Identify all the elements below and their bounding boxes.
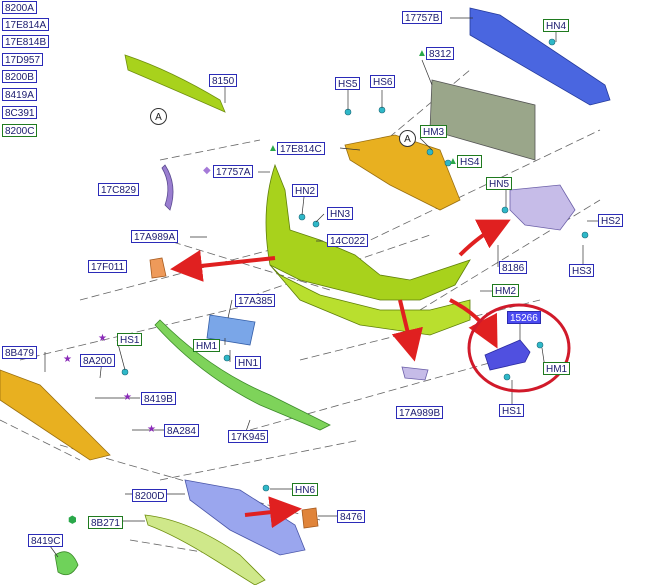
fastener-clips — [121, 38, 589, 492]
reinforcement-beam-part — [469, 7, 611, 106]
lower-grille-part — [154, 319, 331, 431]
callout-hn1[interactable]: HN1 — [235, 356, 262, 369]
sidebar-item-17e814b[interactable]: 17E814B — [2, 35, 50, 48]
reference-marker-a: A — [150, 108, 167, 125]
callout-hm1[interactable]: HM1 — [193, 339, 221, 352]
callout-17f011[interactable]: 17F011 — [88, 260, 128, 273]
callout-hn3[interactable]: HN3 — [327, 207, 354, 220]
sidebar-item-8c391[interactable]: 8C391 — [2, 106, 38, 119]
star-marker-icon: ★ — [98, 333, 107, 344]
emblem-part — [54, 551, 79, 576]
left-grille-part — [0, 369, 111, 461]
bracket-17a989b-part — [401, 366, 429, 381]
callout-8b479[interactable]: 8B479 — [2, 346, 37, 359]
callout-hn4[interactable]: HN4 — [543, 19, 570, 32]
bumper-carrier-part — [344, 134, 461, 211]
callout-17e814c[interactable]: 17E814C — [277, 142, 325, 155]
triangle-marker-icon: ▲ — [417, 48, 427, 59]
triangle-marker-icon: ▲ — [448, 156, 458, 167]
callout-hs1[interactable]: HS1 — [117, 333, 143, 346]
grille-frame-part — [144, 514, 266, 585]
sidebar-item-17e814a[interactable]: 17E814A — [2, 18, 50, 31]
callout-8419c[interactable]: 8419C — [28, 534, 64, 547]
callout-hs3[interactable]: HS3 — [569, 264, 595, 277]
callout-hn2[interactable]: HN2 — [292, 184, 319, 197]
sidebar-item-8200a[interactable]: 8200A — [2, 1, 37, 14]
callout-8419b[interactable]: 8419B — [141, 392, 176, 405]
callout-17757b[interactable]: 17757B — [402, 11, 443, 24]
diamond-marker-icon: ◆ — [203, 165, 211, 176]
callout-hs5[interactable]: HS5 — [335, 77, 361, 90]
callout-8476[interactable]: 8476 — [337, 510, 366, 523]
callout-17k945[interactable]: 17K945 — [228, 430, 269, 443]
mesh-grille-part — [184, 479, 306, 556]
callout-17757a[interactable]: 17757A — [213, 165, 254, 178]
side-trim-part — [161, 164, 174, 211]
upper-grille-strip-part — [124, 54, 226, 113]
callout-8312[interactable]: 8312 — [426, 47, 455, 60]
reference-marker-a: A — [399, 130, 416, 147]
callout-8186[interactable]: 8186 — [499, 261, 528, 274]
callout-8b271[interactable]: 8B271 — [88, 516, 123, 529]
callout-hs4[interactable]: HS4 — [457, 155, 483, 168]
callout-hm3[interactable]: HM3 — [420, 125, 448, 138]
callout-8200d[interactable]: 8200D — [132, 489, 168, 502]
red-direction-arrows — [170, 219, 511, 529]
callout-hs6[interactable]: HS6 — [370, 75, 396, 88]
fog-lamp-bracket-part — [509, 184, 576, 231]
callout-17a989b[interactable]: 17A989B — [396, 406, 444, 419]
bracket-17f011-part — [149, 257, 167, 279]
callout-8150[interactable]: 8150 — [209, 74, 238, 87]
callout-14c022[interactable]: 14C022 — [327, 234, 369, 247]
bumper-cover-lower-part — [269, 264, 471, 336]
callout-15266-selected[interactable]: 15266 — [507, 311, 541, 324]
license-plate-bracket-part — [206, 314, 256, 346]
callout-17c829[interactable]: 17C829 — [98, 183, 140, 196]
sidebar-item-8200b[interactable]: 8200B — [2, 70, 37, 83]
callout-17a989a[interactable]: 17A989A — [131, 230, 179, 243]
callout-hs1[interactable]: HS1 — [499, 404, 525, 417]
triangle-marker-icon: ▲ — [268, 143, 278, 154]
selected-part-15266 — [484, 339, 531, 371]
star-marker-icon: ★ — [123, 392, 132, 403]
callout-8a284[interactable]: 8A284 — [164, 424, 199, 437]
callout-hm1[interactable]: HM1 — [543, 362, 571, 375]
star-marker-icon: ★ — [63, 354, 72, 365]
air-deflector-part — [429, 79, 536, 161]
sidebar-item-8419a[interactable]: 8419A — [2, 88, 37, 101]
callout-17a385[interactable]: 17A385 — [235, 294, 276, 307]
sidebar-item-8200c[interactable]: 8200C — [2, 124, 38, 137]
callout-hn5[interactable]: HN5 — [486, 177, 513, 190]
highlight-circle — [467, 303, 571, 393]
sidebar-item-17d957[interactable]: 17D957 — [2, 53, 44, 66]
callout-hs2[interactable]: HS2 — [598, 214, 624, 227]
bracket-8476-part — [301, 507, 319, 529]
callout-hn6[interactable]: HN6 — [292, 483, 319, 496]
star-marker-icon: ★ — [147, 424, 156, 435]
hexagon-marker-icon: ⬢ — [68, 515, 77, 526]
callout-hm2[interactable]: HM2 — [492, 284, 520, 297]
callout-8a200[interactable]: 8A200 — [80, 354, 115, 367]
